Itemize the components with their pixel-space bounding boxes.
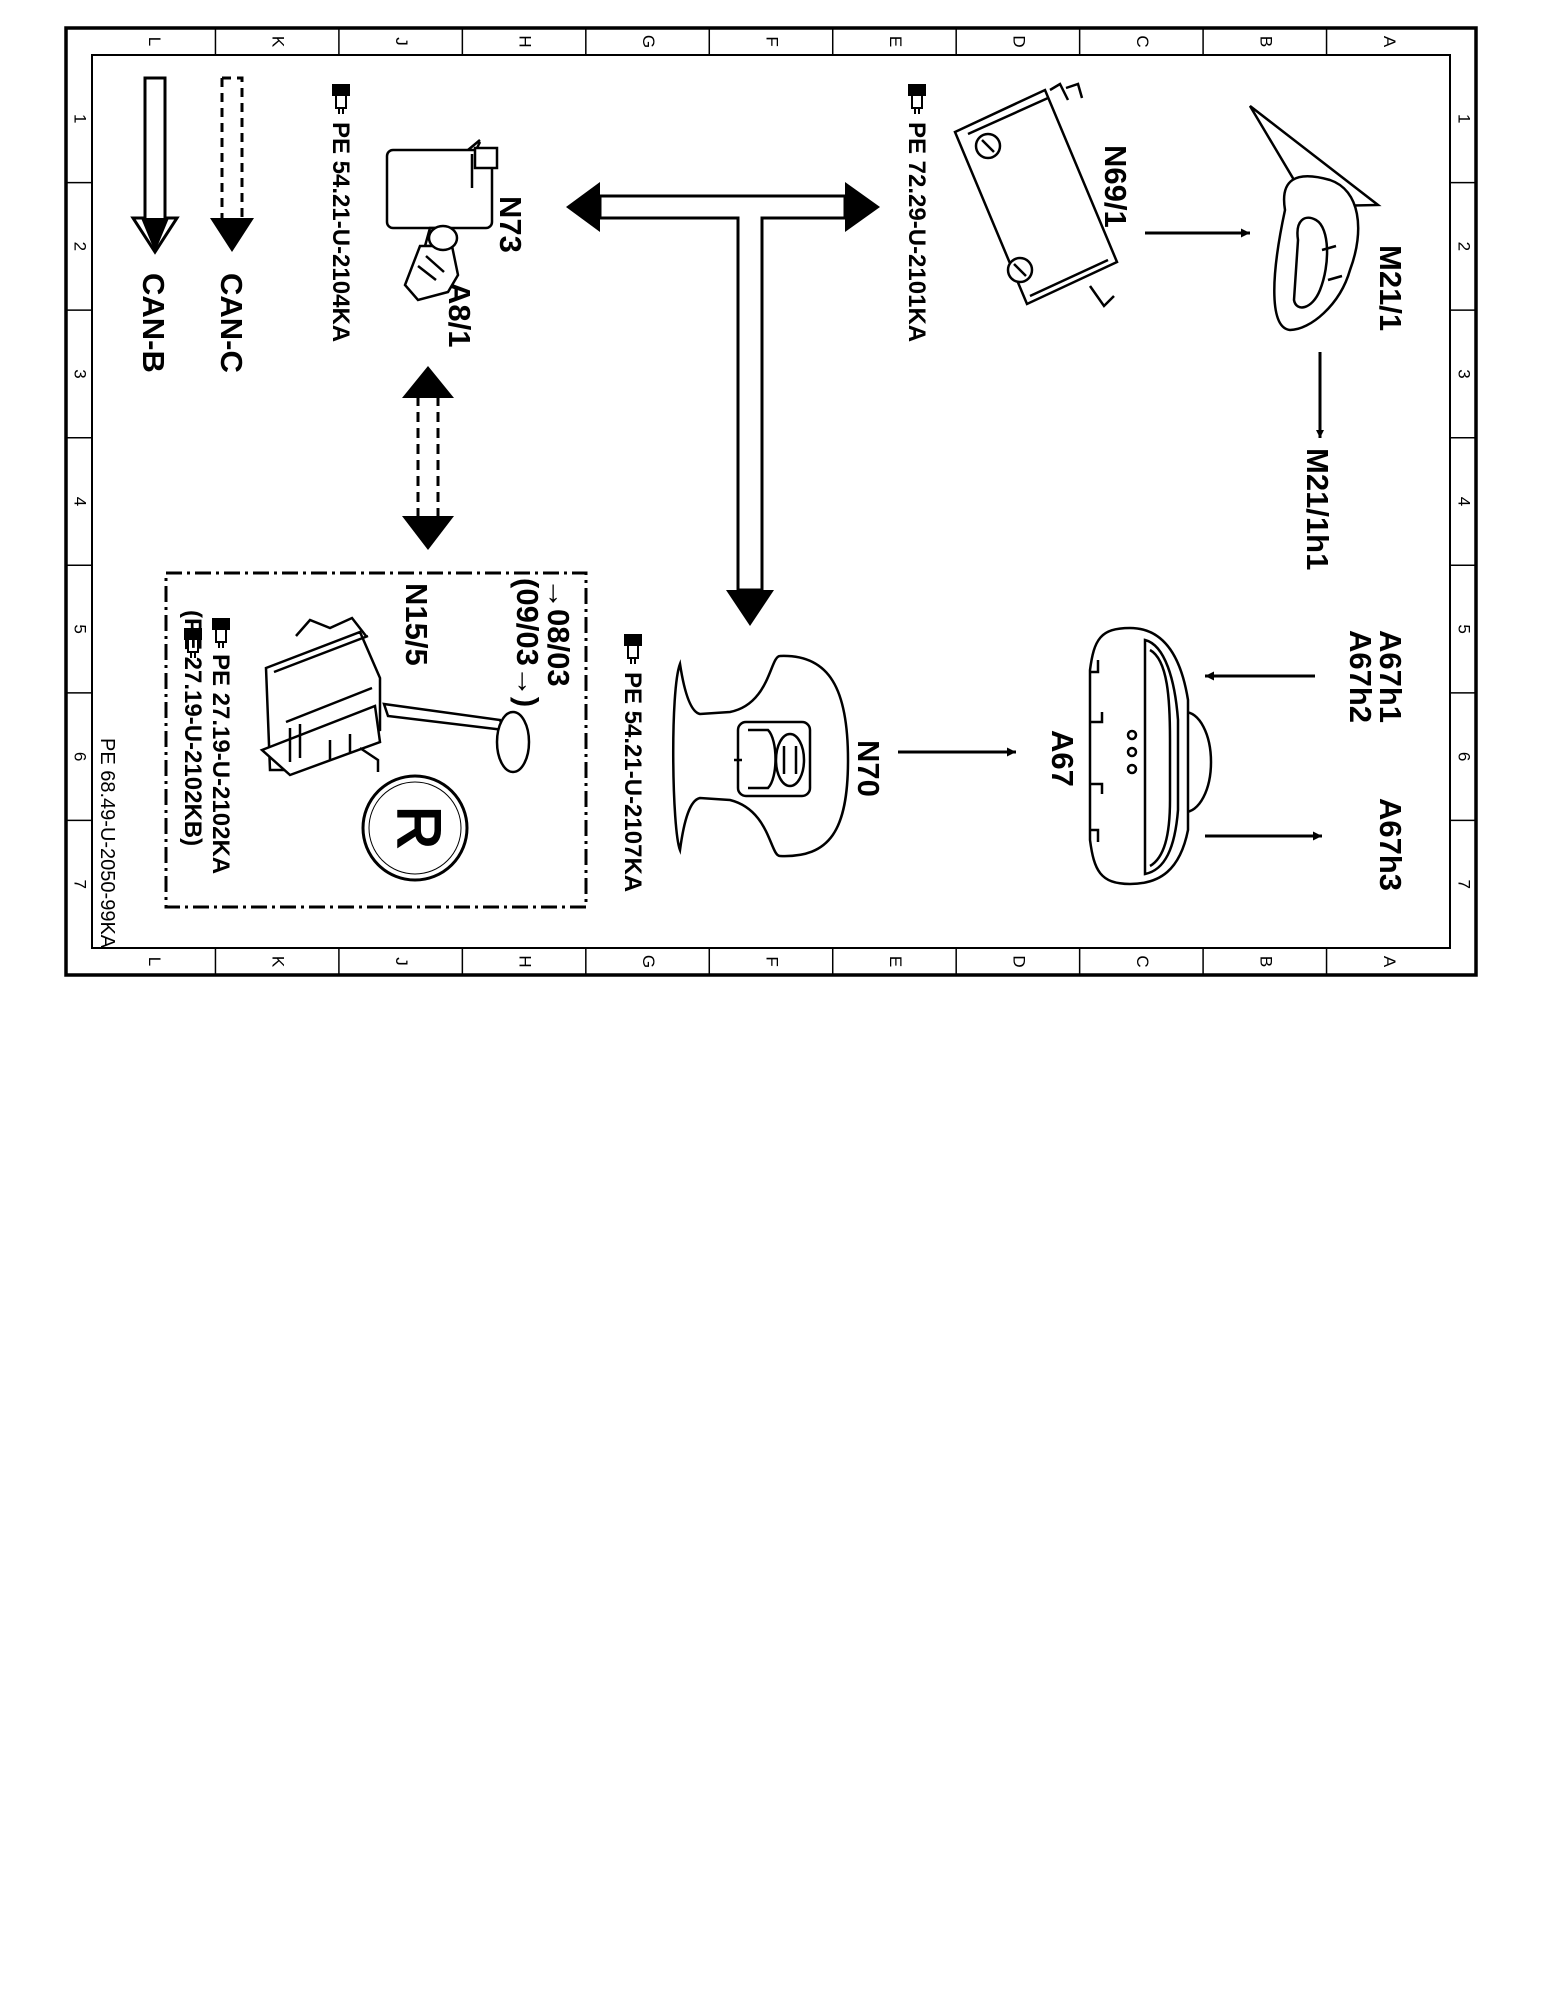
grid-row-label: 6 xyxy=(71,752,90,761)
grid-row-label: 6 xyxy=(1455,752,1474,761)
grid-column-label: F xyxy=(763,956,782,966)
a67h2-label: A67h2 xyxy=(1343,630,1378,723)
n15-5-ref-a: PE 27.19-U-2102KA xyxy=(207,618,234,874)
grid-row-label: 5 xyxy=(1455,624,1474,633)
legend-can-b-label: CAN-B xyxy=(136,273,171,373)
n15-5-date-a: →08/03 xyxy=(541,578,576,687)
rearview-mirror-a67-drawing xyxy=(1088,626,1213,886)
grid-row-label: 1 xyxy=(1455,114,1474,123)
grid-column-label: D xyxy=(1009,35,1028,47)
n15-5-ref-a-text: PE 27.19-U-2102KA xyxy=(207,654,234,874)
grid-row-label: 2 xyxy=(1455,242,1474,251)
grid-row-label: 3 xyxy=(1455,369,1474,378)
grid-column-label: G xyxy=(639,35,658,48)
grid-row-label: 7 xyxy=(1455,879,1474,888)
reference-hand-icon xyxy=(908,84,926,114)
side-mirror-m21-1-drawing xyxy=(1248,105,1382,332)
legend-can-c-label: CAN-C xyxy=(214,273,249,373)
n73-ref-text: PE 54.21-U-2104KA xyxy=(327,122,354,342)
reverse-gear-r-badge: R xyxy=(361,774,469,882)
grid-row-label: 2 xyxy=(71,242,90,251)
grid-column-label: B xyxy=(1256,956,1275,967)
a67-label: A67 xyxy=(1045,730,1080,787)
n70-ref: PE 54.21-U-2107KA xyxy=(619,634,646,892)
selector-module-n15-5-drawing xyxy=(259,616,531,777)
grid-column-label: K xyxy=(269,36,288,48)
can-b-bus-t-arrow xyxy=(566,182,880,626)
inner-frame xyxy=(91,54,1451,949)
grid-column-label: A xyxy=(1380,956,1399,968)
control-module-n69-1-drawing xyxy=(953,82,1119,308)
n15-5-date-b: (09/03→) xyxy=(510,578,545,707)
a67h1-label: A67h1 xyxy=(1373,630,1408,723)
reference-hand-icon xyxy=(184,628,202,658)
n69-1-ref: PE 72.29-U-2101KA xyxy=(903,84,930,342)
grid-column-label: E xyxy=(886,956,905,967)
reference-hand-icon xyxy=(624,634,642,664)
grid-column-label: L xyxy=(145,957,164,966)
n15-5-label: N15/5 xyxy=(399,583,434,666)
legend-can-b-arrow xyxy=(130,76,180,255)
grid-column-label: F xyxy=(763,36,782,46)
grid-column-label: G xyxy=(639,955,658,968)
n73-label: N73 xyxy=(493,196,528,253)
grid-column-label: E xyxy=(886,36,905,47)
r-symbol: R xyxy=(385,806,452,849)
grid-column-label: A xyxy=(1380,36,1399,48)
grid-column-label: J xyxy=(392,37,411,46)
reference-hand-icon xyxy=(332,84,350,114)
grid-row-label: 3 xyxy=(71,369,90,378)
grid-column-label: H xyxy=(516,955,535,967)
m21-1h1-label: M21/1h1 xyxy=(1300,448,1335,570)
can-c-double-arrow xyxy=(402,366,454,550)
grid-column-label: J xyxy=(392,957,411,966)
legend-can-c-arrow xyxy=(210,76,254,252)
n15-5-ref-b-text: (PE 27.19-U-2102KB) xyxy=(179,610,206,846)
grid-row-label: 7 xyxy=(71,879,90,888)
overhead-control-panel-n70-drawing xyxy=(672,654,850,858)
n70-ref-text: PE 54.21-U-2107KA xyxy=(619,672,646,892)
n69-1-ref-text: PE 72.29-U-2101KA xyxy=(903,122,930,342)
ignition-switch-n73-drawing xyxy=(385,139,499,302)
n69-1-label: N69/1 xyxy=(1098,145,1133,228)
grid-column-label: C xyxy=(1133,35,1152,47)
n15-5-ref-b: (PE 27.19-U-2102KB) xyxy=(179,610,206,846)
reference-hand-icon xyxy=(212,618,230,648)
m21-1-label: M21/1 xyxy=(1373,245,1408,331)
grid-column-label: H xyxy=(516,35,535,47)
grid-labels: L L K K J J H H G G F F E E D D C C B B A A 1 1 2 2 3 3 4 4 5 5 6 6 7 7 xyxy=(71,35,1474,968)
grid-column-label: C xyxy=(1133,955,1152,967)
n70-label: N70 xyxy=(851,740,886,797)
grid-row-label: 4 xyxy=(71,497,90,506)
grid-column-label: L xyxy=(145,37,164,46)
document-id: PE 68.49-U-2050-99KA xyxy=(96,738,118,949)
grid-row-label: 1 xyxy=(71,114,90,123)
grid-lines xyxy=(66,28,1476,975)
a67h3-label: A67h3 xyxy=(1373,798,1408,891)
grid-column-label: K xyxy=(269,956,288,968)
grid-row-label: 4 xyxy=(1455,497,1474,506)
grid-column-label: D xyxy=(1009,955,1028,967)
grid-column-label: B xyxy=(1256,36,1275,47)
outer-frame xyxy=(64,26,1478,977)
n73-ref: PE 54.21-U-2104KA xyxy=(327,84,354,342)
n15-5-group-box xyxy=(164,571,588,909)
grid-row-label: 5 xyxy=(71,624,90,633)
